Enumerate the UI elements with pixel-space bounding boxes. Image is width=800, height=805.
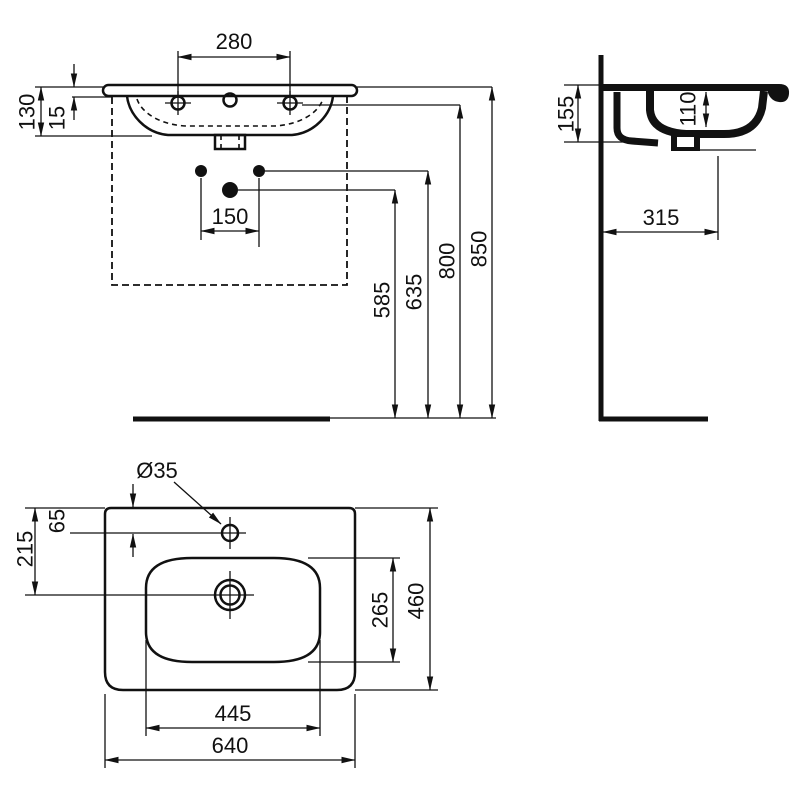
dim-130: 130 [15, 86, 152, 137]
side-front-lip [768, 84, 790, 103]
bowl-hidden-edge [136, 98, 324, 127]
dim-label-265: 265 [368, 592, 393, 629]
dim-label-445: 445 [215, 701, 252, 726]
dim-635: 635 [402, 170, 432, 419]
dim-label-215: 215 [13, 531, 38, 568]
dim-label-635: 635 [402, 274, 427, 311]
fixing-point-right [253, 165, 265, 177]
dim-585: 585 [370, 189, 399, 419]
dim-110: 110 [676, 91, 710, 128]
dim-label-65: 65 [45, 509, 70, 533]
basin-outline [125, 95, 335, 137]
fixing-point-left [195, 165, 207, 177]
dim-65: 65 [45, 484, 137, 557]
side-bowl-section [646, 90, 768, 138]
dim-280: 280 [177, 29, 291, 95]
dim-label-460: 460 [404, 583, 429, 620]
dim-label-280: 280 [216, 29, 253, 54]
dim-label-315: 315 [643, 205, 680, 230]
rim-profile [101, 83, 359, 98]
dim-155: 155 [554, 84, 656, 143]
plan-bowl-edge [144, 556, 322, 664]
dim-15: 15 [45, 64, 112, 130]
drain-point [222, 182, 238, 198]
dim-215: 215 [13, 507, 39, 596]
dim-label-110: 110 [676, 91, 701, 126]
dim-label-130: 130 [15, 94, 40, 131]
dim-label-585: 585 [370, 282, 395, 319]
dim-640: 640 [104, 733, 356, 764]
dim-265: 265 [368, 557, 397, 663]
dim-label-850: 850 [467, 231, 492, 268]
rear-bracket [613, 92, 659, 147]
cabinet-dashed-outline [111, 97, 348, 286]
front-view: 280 130 15 150 585 [15, 29, 496, 422]
dim-850: 850 [467, 86, 496, 419]
dim-label-155: 155 [554, 96, 579, 133]
drain-tailpiece [213, 133, 247, 151]
dim-150: 150 [200, 178, 260, 247]
plan-view: Ø35 65 215 265 460 445 64 [13, 458, 438, 768]
dim-800: 800 [435, 104, 464, 419]
side-drain-opening [677, 137, 694, 147]
dim-label-800: 800 [435, 243, 460, 280]
side-view: 155 110 315 [554, 55, 790, 422]
overflow-hole [222, 92, 238, 108]
dim-445: 445 [145, 701, 321, 732]
dim-label-d35: Ø35 [136, 458, 178, 483]
dim-label-150: 150 [212, 204, 249, 229]
dim-460: 460 [404, 507, 434, 691]
dim-diameter-35: Ø35 [136, 458, 222, 525]
dim-label-640: 640 [212, 733, 249, 758]
dim-315: 315 [602, 156, 719, 240]
dim-label-15: 15 [45, 106, 70, 130]
